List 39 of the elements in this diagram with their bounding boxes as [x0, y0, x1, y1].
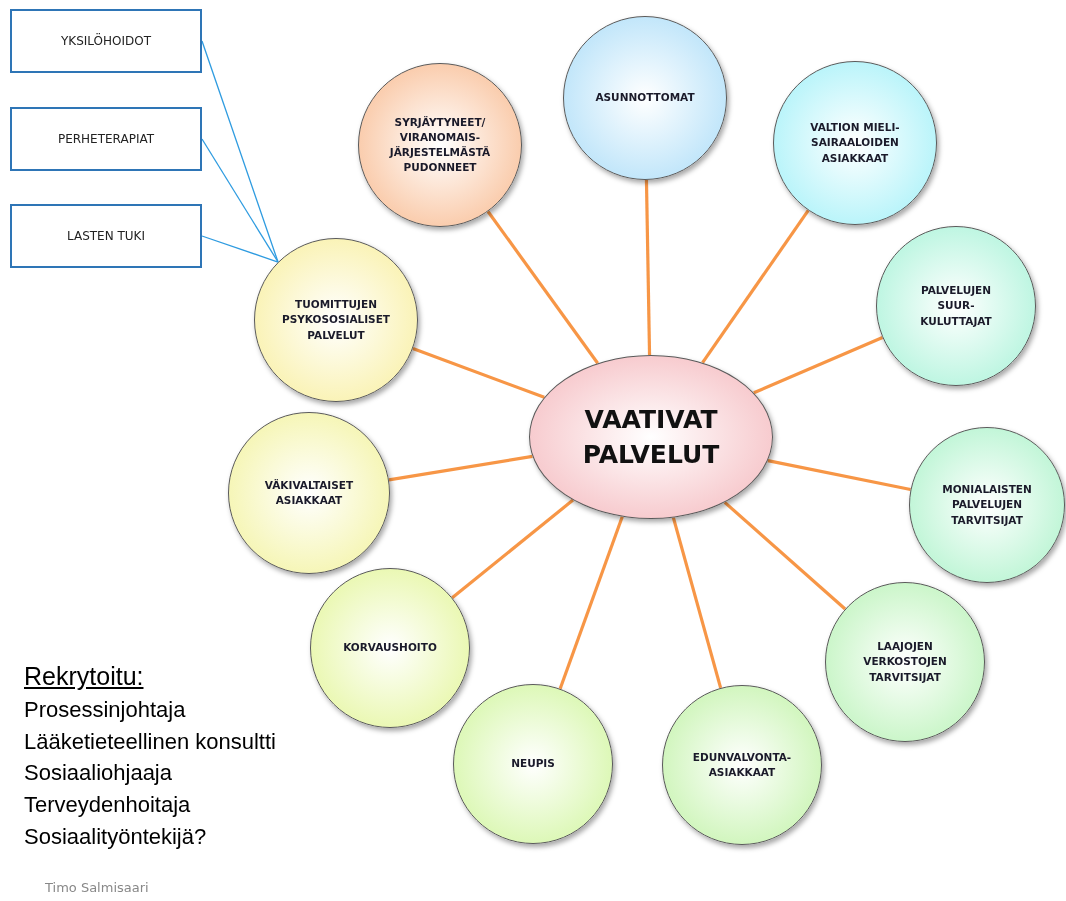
- node-label: ASUNNOTTOMAT: [595, 90, 695, 106]
- node-label: MONIALAISTEN PALVELUJEN TARVITSIJAT: [941, 482, 1033, 528]
- list-item: Lääketieteellinen konsultti: [24, 729, 276, 755]
- node-label: VAATIVAT PALVELUT: [581, 404, 721, 471]
- node-label: VÄKIVALTAISET ASIAKKAAT: [263, 477, 355, 508]
- connector-line: [201, 235, 279, 263]
- connector-line: [753, 336, 884, 395]
- node-label: PERHETERAPIAT: [57, 132, 155, 146]
- author-credit: Timo Salmisaari: [45, 880, 149, 895]
- rectangle-box: [10, 9, 202, 73]
- connector-line: [486, 210, 599, 365]
- node-label: EDUNVALVONTA- ASIAKKAAT: [691, 749, 793, 780]
- list-heading: Rekrytoitu:: [24, 662, 144, 691]
- node-label: LASTEN TUKI: [67, 229, 145, 243]
- circle-node: [310, 568, 470, 728]
- connector-line: [412, 347, 545, 399]
- list-item: Terveydenhoitaja: [24, 792, 191, 818]
- rectangle-box: [10, 204, 202, 268]
- connector-line: [723, 501, 847, 611]
- connector-line: [701, 209, 810, 364]
- connector-line: [671, 517, 723, 689]
- node-label: PALVELUJEN SUUR- KULUTTAJAT: [919, 283, 993, 329]
- connector-line: [388, 454, 533, 482]
- connector-line: [644, 179, 652, 356]
- connector-line: [201, 138, 279, 263]
- node-label: TUOMITTUJEN PSYKOSOSIALISET PALVELUT: [281, 297, 391, 343]
- connector-line: [767, 459, 911, 492]
- list-item: Sosiaalityöntekijä?: [24, 824, 207, 850]
- node-label: NEUPIS: [511, 756, 555, 772]
- connector-line: [451, 498, 574, 599]
- connector-line: [558, 516, 624, 690]
- list-item: Prosessinjohtaja: [24, 697, 186, 723]
- list-item: Sosiaaliohjaaja: [24, 760, 172, 786]
- node-label: LAAJOJEN VERKOSTOJEN TARVITSIJAT: [862, 639, 948, 685]
- node-label: VALTION MIELI- SAIRAALOIDEN ASIAKKAAT: [809, 120, 901, 166]
- node-label: SYRJÄYTYNEET/ VIRANOMAIS- JÄRJESTELMÄSTÄ PUDONNEET: [388, 114, 492, 176]
- node-label: KORVAUSHOITO: [343, 640, 437, 656]
- rectangle-box: [10, 107, 202, 171]
- node-label: YKSILÖHOIDOT: [60, 34, 152, 48]
